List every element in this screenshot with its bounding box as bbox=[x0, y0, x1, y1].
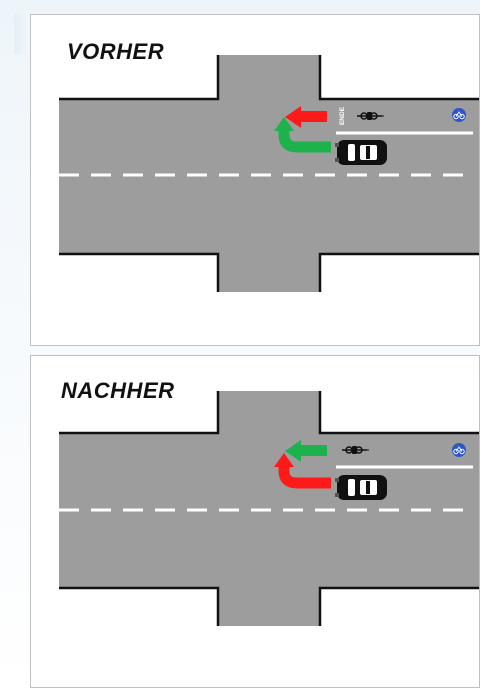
panel-title: VORHER bbox=[67, 39, 165, 64]
curb-north-east bbox=[318, 55, 479, 101]
car-left-turn-arrow bbox=[278, 465, 331, 489]
bicycle-icon bbox=[357, 112, 384, 120]
car-left-turn-arrow bbox=[278, 129, 331, 153]
curb-south-west bbox=[59, 252, 220, 292]
bike-lane-end-marking: ENDE bbox=[339, 106, 346, 125]
side-street-south bbox=[218, 584, 320, 626]
curb-north-west bbox=[59, 55, 220, 101]
intersection-scene-before: ENDE bbox=[59, 55, 479, 292]
side-street-south bbox=[218, 250, 320, 292]
bicycle-icon bbox=[342, 446, 369, 454]
panel-title: NACHHER bbox=[61, 378, 175, 403]
car-left-turn-arrowhead bbox=[274, 117, 294, 131]
car-icon bbox=[335, 475, 387, 500]
bicycle-straight-arrow bbox=[285, 106, 327, 128]
panel-before: ENDE VORHER bbox=[30, 14, 480, 346]
car-left-turn-arrowhead bbox=[274, 453, 294, 467]
curb-south-west bbox=[59, 586, 220, 626]
curb-north-east bbox=[318, 391, 479, 435]
curb-south-east bbox=[318, 586, 479, 626]
bike-lane-sign-icon bbox=[452, 443, 466, 457]
intersection-scene-after bbox=[59, 391, 479, 626]
bicycle-straight-arrow bbox=[285, 440, 327, 462]
curb-south-east bbox=[318, 252, 479, 292]
panel-after: NACHHER bbox=[30, 355, 480, 688]
corner-decoration bbox=[14, 14, 30, 54]
bike-lane-sign-icon bbox=[452, 108, 466, 122]
curb-north-west bbox=[59, 391, 220, 435]
side-street-north bbox=[218, 391, 320, 437]
car-icon bbox=[335, 140, 387, 165]
side-street-north bbox=[218, 55, 320, 103]
